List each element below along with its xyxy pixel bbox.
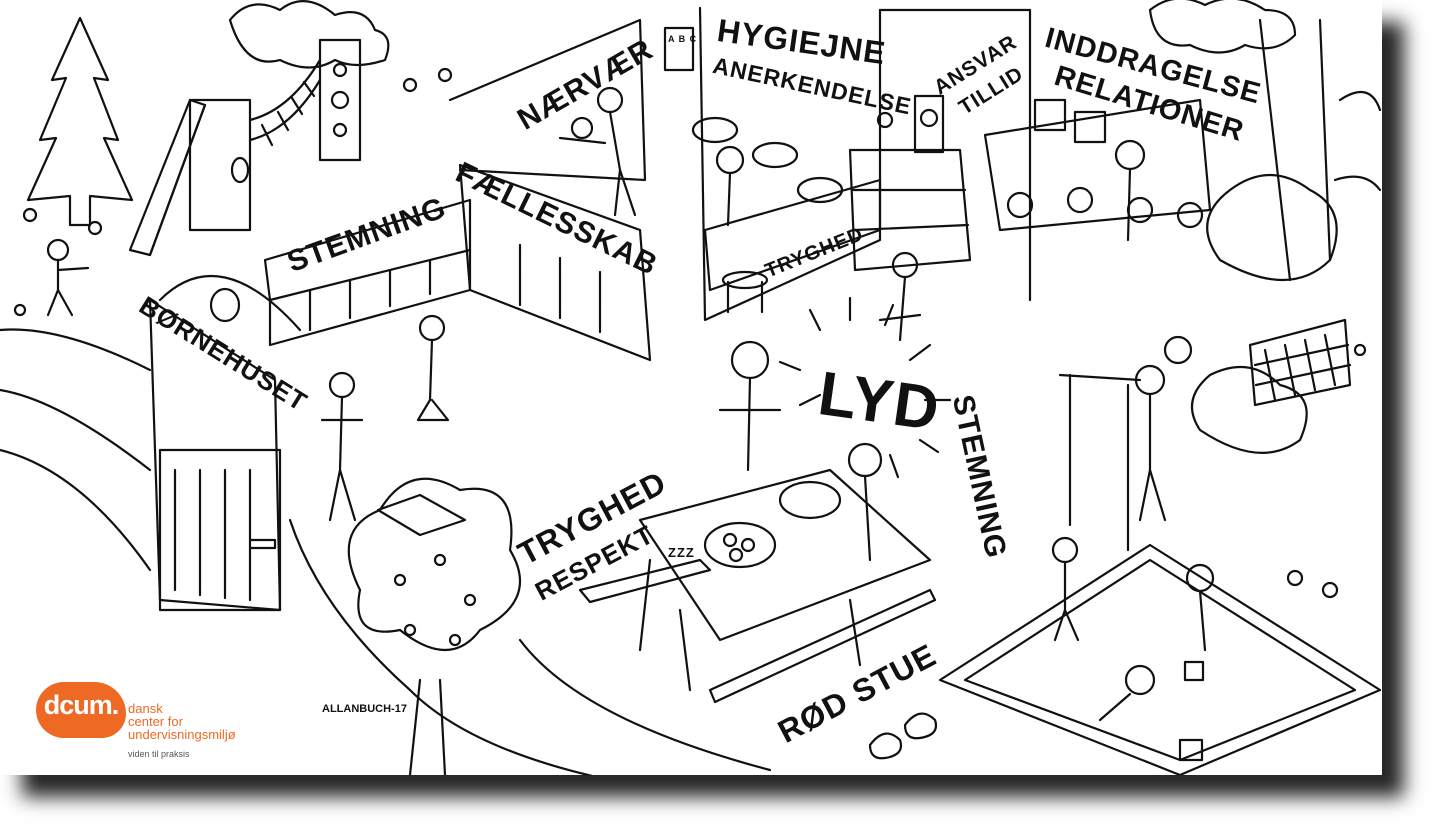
picnic-table bbox=[578, 468, 937, 704]
chickens bbox=[868, 712, 938, 760]
kindergarten-building bbox=[148, 275, 302, 612]
label-zzz: ZZZ bbox=[668, 545, 695, 560]
illustration-poster: NÆRVÆR A B C HYGIEJNE ANERKENDELSE ANSVA… bbox=[0, 0, 1382, 775]
doormat bbox=[376, 493, 467, 537]
bathroom-wall bbox=[448, 6, 1032, 322]
right-tree bbox=[1190, 18, 1382, 454]
strollers bbox=[983, 98, 1212, 232]
playground-tower bbox=[128, 38, 362, 257]
flowers bbox=[13, 67, 1367, 599]
logo-badge bbox=[36, 682, 126, 738]
logo-tagline: viden til praksis bbox=[128, 749, 190, 759]
logo-line-2: center for bbox=[128, 714, 183, 729]
logo-line-1: dansk bbox=[128, 701, 163, 716]
daycare-line-drawing bbox=[0, 0, 1382, 775]
hedge-bottom bbox=[288, 518, 772, 775]
dcum-logo: dcum. dansk center for undervisningsmilj… bbox=[30, 676, 290, 771]
top-right-bushes bbox=[1148, 0, 1297, 54]
logo-line-3: undervisningsmiljø bbox=[128, 727, 236, 742]
logo-mark: dcum. bbox=[43, 690, 120, 720]
people-figures bbox=[46, 86, 1215, 722]
soccer-goal bbox=[1163, 318, 1352, 407]
logo-name: dansk center for undervisningsmiljø bbox=[128, 702, 236, 741]
sound-rays bbox=[778, 296, 952, 479]
front-tree bbox=[347, 477, 522, 775]
fir-tree bbox=[26, 16, 134, 227]
label-abc: A B C bbox=[668, 34, 698, 44]
cubby-shelves bbox=[263, 163, 652, 362]
hedge-left bbox=[0, 328, 152, 572]
artist-signature: ALLANBUCH-17 bbox=[322, 703, 407, 715]
sandbox bbox=[938, 543, 1382, 775]
top-bushes bbox=[228, 0, 390, 69]
room-cabinet bbox=[848, 94, 972, 272]
pull-up-bar bbox=[1058, 373, 1142, 552]
